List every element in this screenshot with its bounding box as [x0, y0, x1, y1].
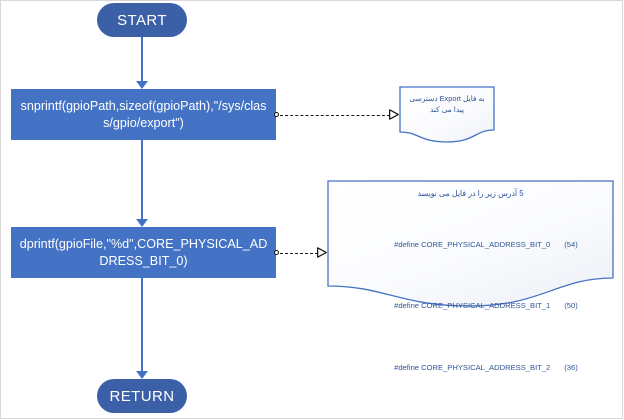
callout-origin-dot-defines: [274, 250, 279, 255]
node-start[interactable]: START: [97, 3, 187, 37]
note-defines-document[interactable]: 5 آدرس زیر را در فایل می نویسد #define C…: [327, 180, 614, 372]
define-value: (36): [564, 362, 578, 372]
define-text: #define CORE_PHYSICAL_ADDRESS_BIT_0: [394, 239, 551, 249]
define-value: (50): [564, 301, 578, 311]
note-defines-heading: 5 آدرس زیر را در فایل می نویسد: [417, 189, 524, 198]
note-export-text: به فایل Export دسترسی پیدا می کند: [409, 94, 485, 115]
connector-start-to-snprintf-arrowhead: [136, 81, 148, 89]
define-value: (54): [564, 239, 578, 249]
define-row: #define CORE_PHYSICAL_ADDRESS_BIT_3(35): [373, 411, 614, 420]
node-snprintf-label: snprintf(gpioPath,sizeof(gpioPath),"/sys…: [20, 98, 267, 130]
note-defines-list: #define CORE_PHYSICAL_ADDRESS_BIT_0(54) …: [327, 202, 614, 420]
define-row: #define CORE_PHYSICAL_ADDRESS_BIT_0 (54): [373, 226, 614, 263]
connector-snprintf-to-dprintf-arrowhead: [136, 219, 148, 227]
connector-dprintf-to-return-arrowhead: [136, 371, 148, 379]
callout-dashed-line-defines: [280, 252, 318, 254]
define-text: #define CORE_PHYSICAL_ADDRESS_BIT_2: [394, 362, 551, 372]
callout-origin-dot-export: [274, 112, 279, 117]
define-row: #define CORE_PHYSICAL_ADDRESS_BIT_2 (36): [373, 349, 614, 386]
connector-start-to-snprintf: [141, 37, 143, 82]
note-export-document-outline: [399, 86, 495, 143]
node-start-label: START: [117, 11, 167, 29]
define-row: #define CORE_PHYSICAL_ADDRESS_BIT_1 (50): [373, 288, 614, 325]
note-export-document[interactable]: به فایل Export دسترسی پیدا می کند: [399, 86, 495, 144]
connector-snprintf-to-dprintf: [141, 140, 143, 220]
connector-dprintf-to-return: [141, 278, 143, 372]
node-dprintf-label: dprintf(gpioFile,"%d",CORE_PHYSICAL_ADDR…: [19, 236, 268, 268]
callout-dashed-line-export: [280, 114, 390, 116]
node-dprintf[interactable]: dprintf(gpioFile,"%d",CORE_PHYSICAL_ADDR…: [11, 227, 276, 278]
node-return-label: RETURN: [109, 387, 175, 405]
node-return[interactable]: RETURN: [97, 379, 187, 413]
node-snprintf[interactable]: snprintf(gpioPath,sizeof(gpioPath),"/sys…: [11, 89, 276, 140]
define-text: #define CORE_PHYSICAL_ADDRESS_BIT_1: [394, 301, 551, 311]
note-defines-document-outline: [327, 180, 614, 307]
